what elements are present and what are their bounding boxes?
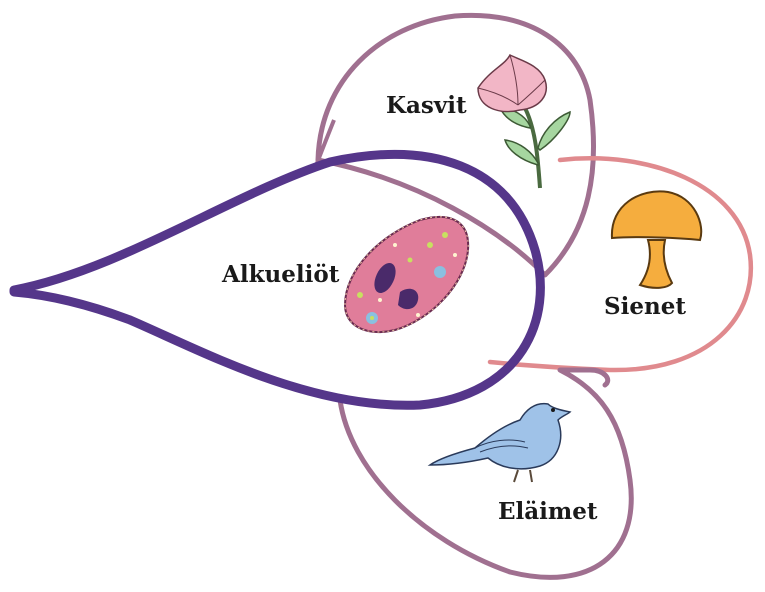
flower-icon [478,55,570,188]
bird-icon [430,404,570,482]
animals-label: Eläimet [498,498,598,525]
protists-label: Alkueliöt [222,261,339,288]
protist-icon [345,217,468,332]
fungi-label: Sienet [604,293,686,320]
plants-label: Kasvit [386,92,467,119]
mushroom-icon [612,191,701,287]
